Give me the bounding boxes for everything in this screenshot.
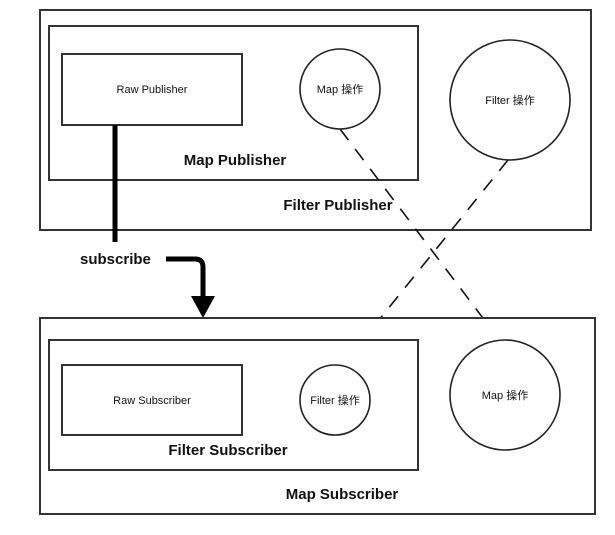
subscriber-map-op-label: Map 操作	[482, 388, 528, 402]
publisher-map-op-circle	[299, 48, 381, 130]
subscribe-label: subscribe	[80, 251, 151, 268]
subscriber-map-op-circle	[449, 339, 561, 451]
publisher-filter-op-label: Filter 操作	[485, 93, 535, 107]
filter-publisher-label: Filter Publisher	[283, 197, 392, 214]
subscriber-filter-op-label: Filter 操作	[310, 393, 360, 407]
subscriber-filter-op-circle	[299, 364, 371, 436]
raw-subscriber-box	[61, 364, 243, 436]
raw-subscriber-label: Raw Subscriber	[113, 395, 191, 407]
map-subscriber-label: Map Subscriber	[286, 486, 399, 503]
subscribe-arrowhead	[191, 296, 215, 318]
publisher-filter-op-circle	[449, 39, 571, 161]
filter-op-dashed-connector	[344, 159, 509, 363]
map-publisher-label: Map Publisher	[184, 152, 287, 169]
publisher-map-op-label: Map 操作	[317, 82, 363, 96]
raw-publisher-label: Raw Publisher	[117, 84, 188, 96]
subscribe-arrow-path	[166, 256, 206, 297]
raw-publisher-box	[61, 53, 243, 126]
filter-subscriber-label: Filter Subscriber	[168, 442, 287, 459]
map-op-dashed-connector	[339, 128, 496, 335]
